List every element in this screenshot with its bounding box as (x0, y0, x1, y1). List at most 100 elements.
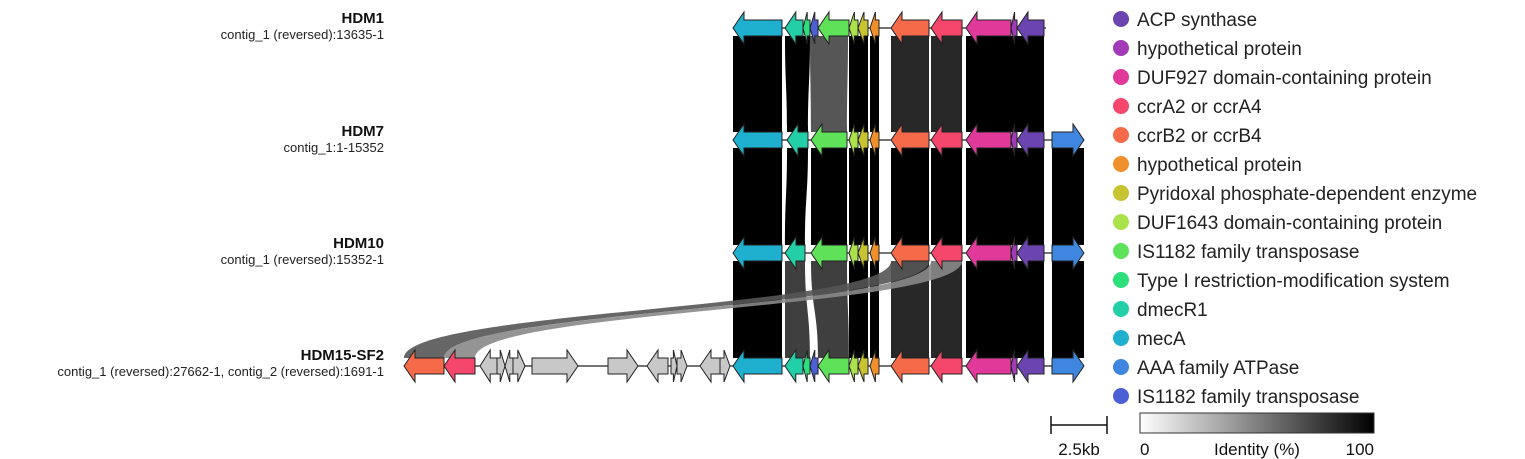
homology-link-0-4 (858, 36, 868, 132)
gene-arrow-3-26 (1051, 348, 1085, 384)
homology-link-0-3 (849, 36, 858, 132)
colorbar-gradient (1139, 412, 1375, 434)
legend-swatch-6 (1113, 185, 1129, 201)
homology-link-1-8 (966, 148, 1011, 245)
gene-arrow-3-6 (531, 348, 579, 384)
homology-link-0-2 (810, 36, 848, 132)
homology-link-1-0 (733, 148, 782, 245)
gene-arrow-3-12 (719, 349, 731, 383)
homology-link-0-0 (733, 36, 782, 132)
gene-arrows (403, 10, 1085, 384)
legend-swatch-7 (1113, 214, 1129, 230)
legend-label-12: AAA family ATPase (1137, 358, 1299, 379)
homology-link-2-2 (811, 261, 849, 358)
gene-arrow-2-1 (784, 235, 806, 271)
gene-arrow-3-2 (479, 348, 498, 384)
legend-label-7: DUF1643 domain-containing protein (1137, 213, 1442, 234)
gene-arrow-3-11 (699, 348, 721, 384)
gene-arrow-3-21 (890, 348, 930, 384)
legend-swatch-13 (1113, 388, 1129, 404)
identity-colorbar: 0 Identity (%) 100 (1139, 412, 1375, 459)
legend-swatch-8 (1113, 243, 1129, 259)
legend-swatch-10 (1113, 301, 1129, 317)
colorbar-min-label: 0 (1140, 440, 1149, 459)
homology-link-1-5 (870, 148, 879, 245)
homology-link-0-8 (966, 36, 1011, 132)
homology-link-2-11 (404, 261, 929, 358)
track-contig-hdm10: contig_1 (reversed):15352-1 (221, 252, 384, 267)
gene-arrow-3-20 (869, 349, 880, 383)
legend-swatch-2 (1113, 69, 1129, 85)
legend-label-6: Pyridoxal phosphate-dependent enzyme (1137, 184, 1477, 205)
legend-swatch-12 (1113, 359, 1129, 375)
homology-link-2-4 (858, 261, 868, 358)
legend-label-4: ccrB2 or ccrB4 (1137, 126, 1262, 147)
scale-bar: 2.5kb (1050, 416, 1108, 459)
track-contig-hdm1: contig_1 (reversed):13635-1 (221, 27, 384, 42)
gene-arrow-3-10 (676, 349, 688, 383)
homology-link-2-9 (1011, 261, 1044, 358)
gene-arrow-0-0 (732, 10, 783, 46)
gene-arrow-0-7 (869, 11, 880, 45)
homology-link-1-2 (811, 148, 847, 245)
homology-link-2-3 (849, 261, 858, 358)
gene-arrow-0-8 (890, 10, 930, 46)
homology-links (404, 36, 1084, 358)
homology-link-1-6 (891, 148, 929, 245)
legend-swatch-0 (1113, 11, 1129, 27)
track-contig-hdm7: contig_1:1-15352 (284, 140, 384, 155)
homology-link-2-7 (931, 261, 962, 358)
track-labels: HDM1 contig_1 (reversed):13635-1 HDM7 co… (57, 10, 384, 379)
gene-arrow-2-11 (1051, 235, 1085, 271)
legend-swatch-11 (1113, 330, 1129, 346)
homology-link-2-1 (785, 261, 810, 358)
legend-swatch-3 (1113, 98, 1129, 114)
legend-label-3: ccrA2 or ccrA4 (1137, 97, 1262, 118)
homology-link-1-3 (849, 148, 858, 245)
legend-label-2: DUF927 domain-containing protein (1137, 68, 1432, 89)
legend-swatch-1 (1113, 40, 1129, 56)
gene-arrow-1-10 (1016, 122, 1045, 158)
gene-arrow-2-0 (732, 235, 783, 271)
legend-label-11: mecA (1137, 329, 1186, 350)
legend-swatch-9 (1113, 272, 1129, 288)
colorbar-max-label: 100 (1346, 440, 1374, 459)
gene-arrow-3-25 (1016, 348, 1045, 384)
gene-arrow-1-6 (890, 122, 930, 158)
track-contig-hdm15-sf2: contig_1 (reversed):27662-1, contig_2 (r… (57, 364, 384, 379)
track-name-hdm15-sf2: HDM15-SF2 (301, 347, 384, 364)
legend-label-8: IS1182 family transposase (1137, 242, 1360, 263)
homology-link-1-10 (1052, 148, 1084, 245)
legend-label-1: hypothetical protein (1137, 39, 1302, 60)
homology-link-0-5 (870, 36, 879, 132)
legend-label-5: hypothetical protein (1137, 155, 1302, 176)
homology-link-0-1 (785, 36, 810, 132)
gene-arrow-3-1 (443, 348, 476, 384)
gene-arrow-3-22 (930, 348, 963, 384)
gene-arrow-1-4 (857, 123, 869, 157)
gene-arrow-2-2 (810, 235, 848, 271)
colorbar-title: Identity (%) (1214, 440, 1300, 459)
homology-link-1-1 (785, 148, 808, 245)
gene-arrow-1-0 (732, 122, 783, 158)
gene-arrow-3-4 (504, 349, 514, 383)
gene-arrow-2-4 (857, 236, 869, 270)
gene-arrow-3-3 (496, 349, 506, 383)
homology-link-2-12 (444, 261, 962, 358)
homology-link-0-6 (891, 36, 929, 132)
gene-arrow-2-10 (1016, 235, 1045, 271)
scale-bar-label: 2.5kb (1058, 440, 1100, 459)
legend-label-9: Type I restriction-modification system (1137, 271, 1450, 292)
homology-link-1-7 (931, 148, 962, 245)
homology-link-1-9 (1011, 148, 1044, 245)
homology-link-0-9 (1011, 36, 1044, 132)
gene-arrow-3-8 (646, 348, 669, 384)
gene-arrow-1-2 (810, 122, 848, 158)
legend-label-13: IS1182 family transposase (1137, 387, 1360, 408)
homology-link-1-4 (858, 148, 868, 245)
gene-arrow-2-5 (869, 236, 880, 270)
gene-arrow-1-11 (1051, 122, 1085, 158)
track-name-hdm1: HDM1 (341, 10, 384, 27)
